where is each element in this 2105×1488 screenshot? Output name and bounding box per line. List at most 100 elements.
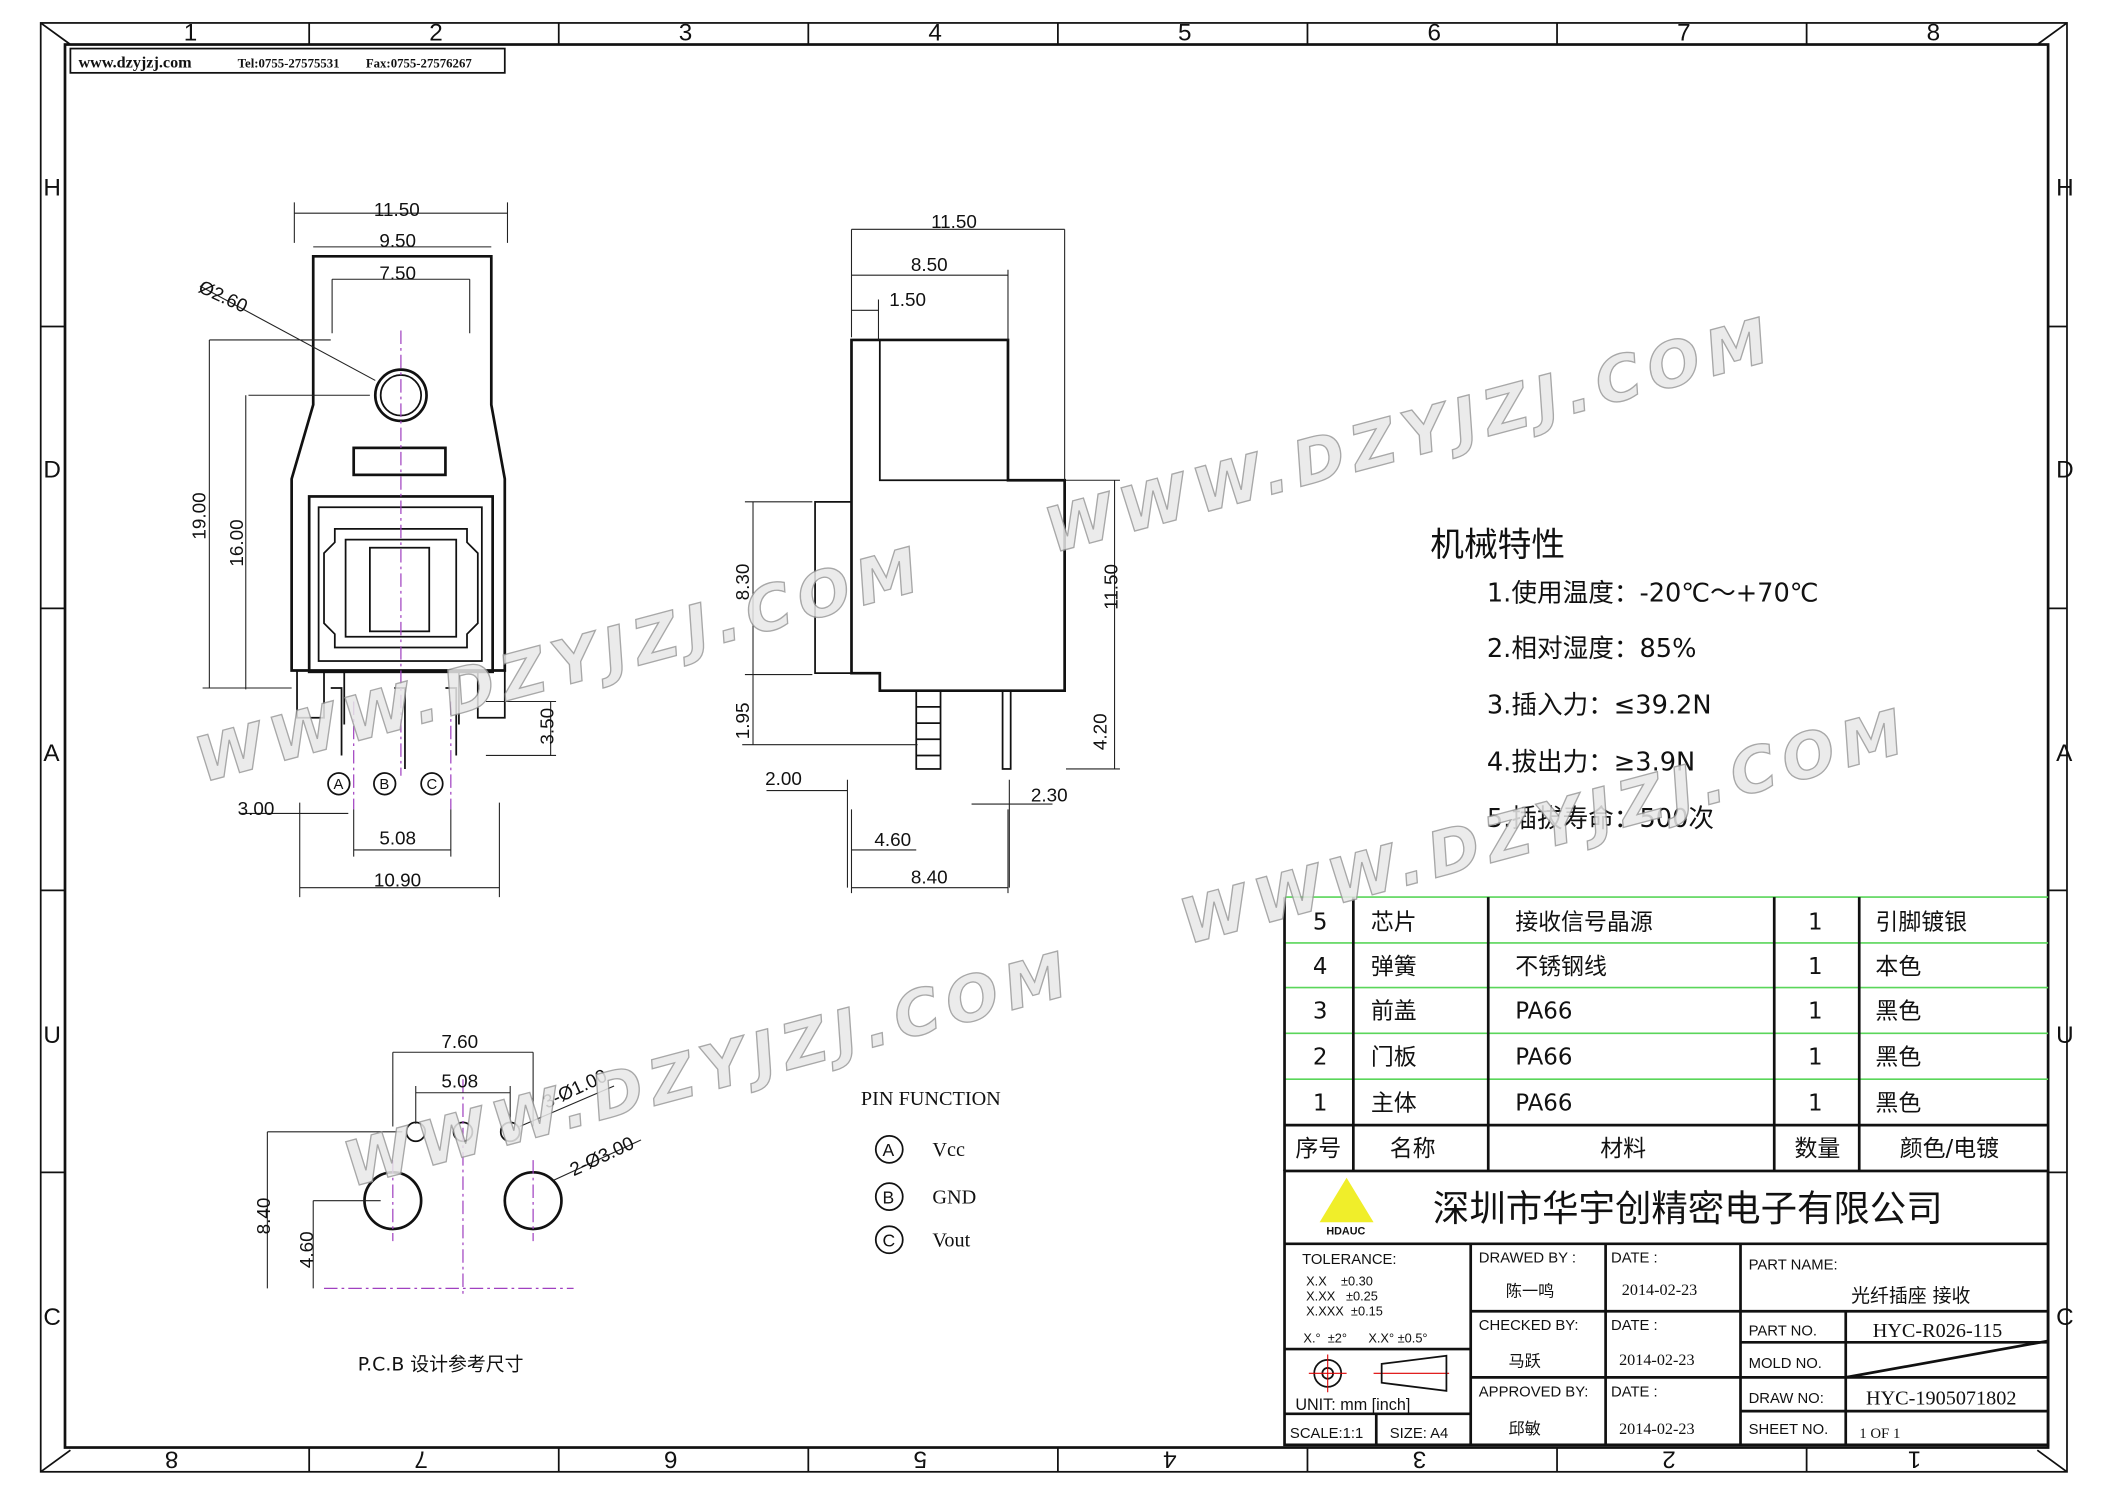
size: SIZE: A4: [1390, 1426, 1449, 1442]
cell: 芯片: [1371, 909, 1417, 935]
row-label: U: [2056, 1022, 2074, 1049]
col-label: 7: [414, 1446, 428, 1473]
spec-item: 1.使用温度：-20℃～+70℃: [1487, 579, 1819, 609]
row-label: C: [43, 1304, 61, 1331]
mechanical-specs: 机械特性 1.使用温度：-20℃～+70℃ 2.相对湿度：85% 3.插入力：≤…: [1430, 525, 1818, 834]
cell: 不锈钢线: [1515, 954, 1607, 980]
col-label: 1: [184, 19, 197, 46]
company-name: 深圳市华宇创精密电子有限公司: [1433, 1187, 1943, 1230]
scale: SCALE:1:1: [1290, 1426, 1363, 1442]
pin-name: Vout: [932, 1230, 970, 1252]
col-label: 4: [1163, 1446, 1177, 1473]
col-label: 3: [1413, 1446, 1427, 1473]
col-label: 1: [1908, 1446, 1922, 1473]
cell: 1: [1313, 1090, 1328, 1116]
date-label: DATE :: [1611, 1384, 1658, 1400]
tolerance: TOLERANCE: X.X ±0.30 X.XX ±0.25 X.XXX ±0…: [1302, 1252, 1427, 1345]
dim: 4.60: [874, 830, 911, 851]
part-name: 光纤插座 接收: [1851, 1285, 1970, 1307]
dim: 8.30: [733, 564, 754, 601]
sheet-no-label: SHEET NO.: [1749, 1422, 1829, 1438]
col-label: 2: [429, 19, 442, 46]
dim: 1.95: [733, 703, 754, 740]
dim: 19.00: [189, 492, 210, 539]
dim: 3.50: [537, 708, 558, 745]
drawn-by: 陈一鸣: [1506, 1281, 1555, 1300]
draw-no: HYC-1905071802: [1866, 1387, 2017, 1409]
col-label: 2: [1662, 1446, 1676, 1473]
row-label: C: [2056, 1304, 2074, 1331]
tolerance-label: TOLERANCE:: [1302, 1252, 1396, 1268]
sheet-no: 1 OF 1: [1859, 1426, 1900, 1442]
dim: 11.50: [374, 200, 420, 221]
date: 2014-02-23: [1619, 1352, 1694, 1369]
drawn-by-label: DRAWED BY :: [1479, 1251, 1576, 1267]
pin-name: GND: [932, 1186, 976, 1208]
cell: 1: [1808, 1044, 1823, 1070]
pin-function: PIN FUNCTION A Vcc B GND C Vout: [861, 1088, 1001, 1255]
title-block: HDAUC 深圳市华宇创精密电子有限公司 TOLERANCE: X.X ±0.3…: [1283, 1169, 2050, 1447]
dim: 5.08: [441, 1071, 478, 1092]
cell: 3: [1313, 999, 1328, 1025]
cell: 主体: [1371, 1090, 1417, 1116]
cell: 门板: [1371, 1044, 1417, 1070]
bom-row: 4 弹簧 不锈钢线 1 本色: [1313, 954, 1921, 980]
dim: 8.50: [911, 255, 948, 276]
cell: 1: [1808, 954, 1823, 980]
bom-row: 3 前盖 PA66 1 黑色: [1313, 999, 1921, 1025]
row-label: D: [2056, 457, 2074, 484]
cell: 1: [1808, 1090, 1823, 1116]
cell: 接收信号晶源: [1515, 909, 1653, 935]
header-box: www.dzyjzj.com Tel:0755-27575531 Fax:075…: [69, 47, 506, 74]
col-label: 8: [165, 1446, 179, 1473]
projection-symbol-icon: [1308, 1354, 1450, 1393]
side-view: 11.50 8.50 1.50 8.30 11.50 1.95 4.20 2.0…: [733, 212, 1122, 894]
row-label: A: [2056, 740, 2073, 767]
checked-by: 马跃: [1508, 1352, 1540, 1371]
dim: 7.60: [441, 1032, 478, 1053]
spec-item: 5.插拔寿命：500次: [1487, 804, 1714, 834]
watermark: WWW.DZYJZJ.COM: [1037, 302, 1783, 567]
frame: [39, 22, 2068, 1473]
header-cell: 材料: [1600, 1136, 1646, 1162]
date: 2014-02-23: [1622, 1282, 1697, 1299]
date-label: DATE :: [1611, 1251, 1658, 1267]
fax: Fax:0755-27576267: [366, 56, 473, 70]
bom-row: 2 门板 PA66 1 黑色: [1313, 1044, 1921, 1070]
draw-no-label: DRAW NO:: [1749, 1391, 1824, 1407]
col-label: 8: [1927, 19, 1941, 46]
col-label: 7: [1677, 19, 1691, 46]
pin-name: Vcc: [932, 1139, 965, 1161]
part-no-label: PART NO.: [1749, 1324, 1817, 1340]
row-label: A: [43, 740, 60, 767]
pin-label: C: [427, 777, 438, 793]
mold-no-label: MOLD NO.: [1749, 1356, 1822, 1372]
pin-id: C: [883, 1231, 896, 1251]
header-cell: 颜色/电镀: [1900, 1136, 1999, 1162]
row-label: H: [43, 175, 61, 202]
row-label: H: [2056, 175, 2074, 202]
cell: 4: [1313, 954, 1328, 980]
col-label: 3: [679, 19, 693, 46]
col-label: 6: [664, 1446, 678, 1473]
cell: 2: [1313, 1044, 1328, 1070]
bom-row: 5 芯片 接收信号晶源 1 引脚镀银: [1313, 909, 1967, 935]
header-cell: 数量: [1794, 1136, 1840, 1162]
dim: 4.60: [297, 1231, 318, 1268]
front-view: 11.50 9.50 7.50 Ø2.60 19.00 16.00 3.50 3…: [189, 200, 558, 898]
dim: 10.90: [374, 870, 421, 891]
angle-tolerance: X.° ±2° X.X° ±0.5°: [1303, 1330, 1427, 1345]
cell: 黑色: [1875, 1044, 1921, 1070]
dim: 16.00: [227, 519, 248, 566]
website: www.dzyjzj.com: [78, 54, 192, 71]
watermark: WWW.DZYJZJ.COM: [188, 532, 934, 797]
dim: 3.00: [238, 799, 275, 820]
grid-labels: 1 2 3 4 5 6 7 8 1 2 3 4 5 6 7 8 H D A U …: [43, 19, 2073, 1472]
checked-by-label: CHECKED BY:: [1479, 1318, 1579, 1334]
approved-by-label: APPROVED BY:: [1479, 1384, 1589, 1400]
approved-by: 邱敏: [1508, 1419, 1540, 1438]
bom-header: 序号 名称 材料 数量 颜色/电镀: [1295, 1136, 1999, 1162]
row-label: U: [43, 1022, 61, 1049]
dim: 8.40: [911, 868, 948, 889]
